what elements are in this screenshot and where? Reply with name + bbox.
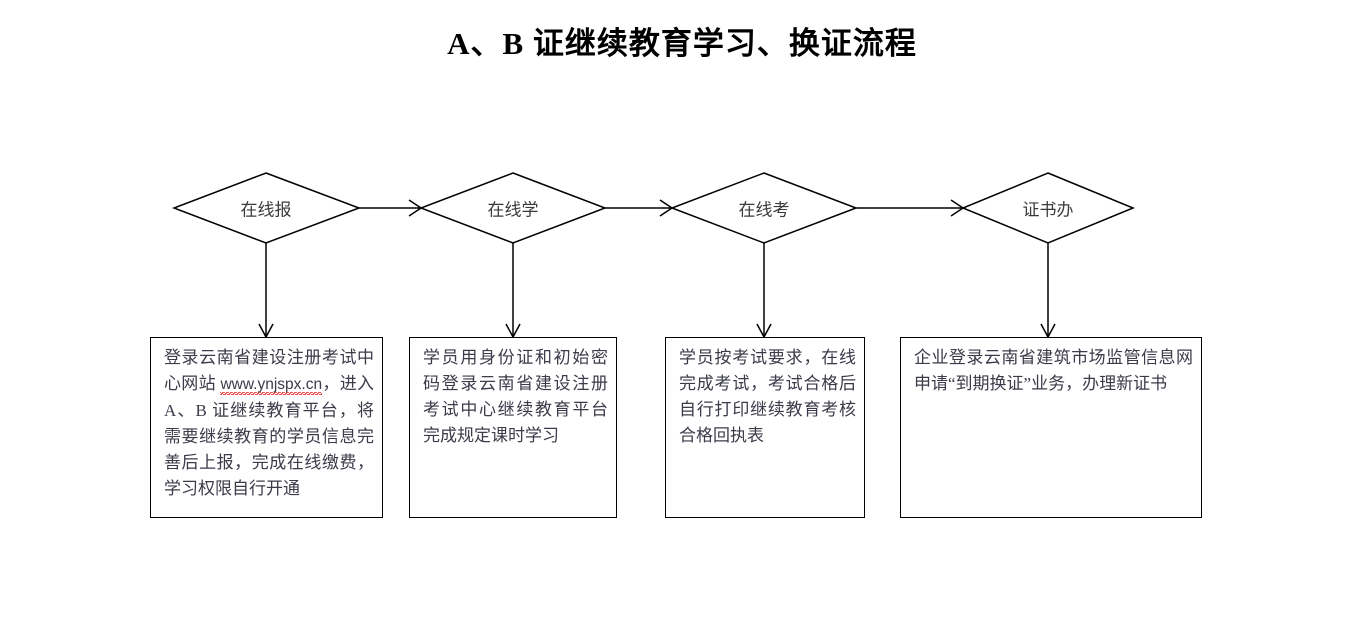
decision-label-4: 证书办 [1022,200,1074,220]
website-url-link[interactable]: www.ynjspx.cn [220,376,323,395]
process-box-1-text: 登录云南省建设注册考试中心网站 www.ynjspx.cn，进入 A、B 证继续… [164,345,374,502]
process-box-4-text: 企业登录云南省建筑市场监管信息网申请“到期换证”业务，办理新证书 [914,348,1193,393]
arrowhead-diamond3-box3 [756,323,772,339]
arrowhead-diamond2-box2 [505,323,521,339]
arrowhead-3-4 [950,199,965,217]
process-box-1-text-after-url: ，进入 A、B 证继续教育平台，将需要继续教育的学员信息完善后上报，完成在线缴费… [164,374,375,498]
process-box-2-text: 学员用身份证和初始密码登录云南省建设注册考试中心继续教育平台完成规定课时学习 [423,348,608,445]
arrowhead-2-3 [659,199,674,217]
arrowhead-diamond4-box4 [1040,323,1056,339]
decision-label-3: 在线考 [738,200,790,220]
process-box-4: 企业登录云南省建筑市场监管信息网申请“到期换证”业务，办理新证书 [900,337,1202,518]
arrowhead-diamond1-box1 [258,323,274,339]
decision-label-1: 在线报 [240,200,292,220]
process-box-3-text: 学员按考试要求，在线完成考试，考试合格后自行打印继续教育考核合格回执表 [679,348,856,445]
process-box-2: 学员用身份证和初始密码登录云南省建设注册考试中心继续教育平台完成规定课时学习 [409,337,617,518]
process-box-3: 学员按考试要求，在线完成考试，考试合格后自行打印继续教育考核合格回执表 [665,337,865,518]
process-box-1-text-before-url: 登录云南省建设注册考试中心网站 [164,348,374,393]
process-box-1: 登录云南省建设注册考试中心网站 www.ynjspx.cn，进入 A、B 证继续… [150,337,383,518]
decision-label-2: 在线学 [487,200,539,220]
arrowhead-1-2 [408,199,423,217]
page-title: A、B 证继续教育学习、换证流程 [447,26,917,61]
